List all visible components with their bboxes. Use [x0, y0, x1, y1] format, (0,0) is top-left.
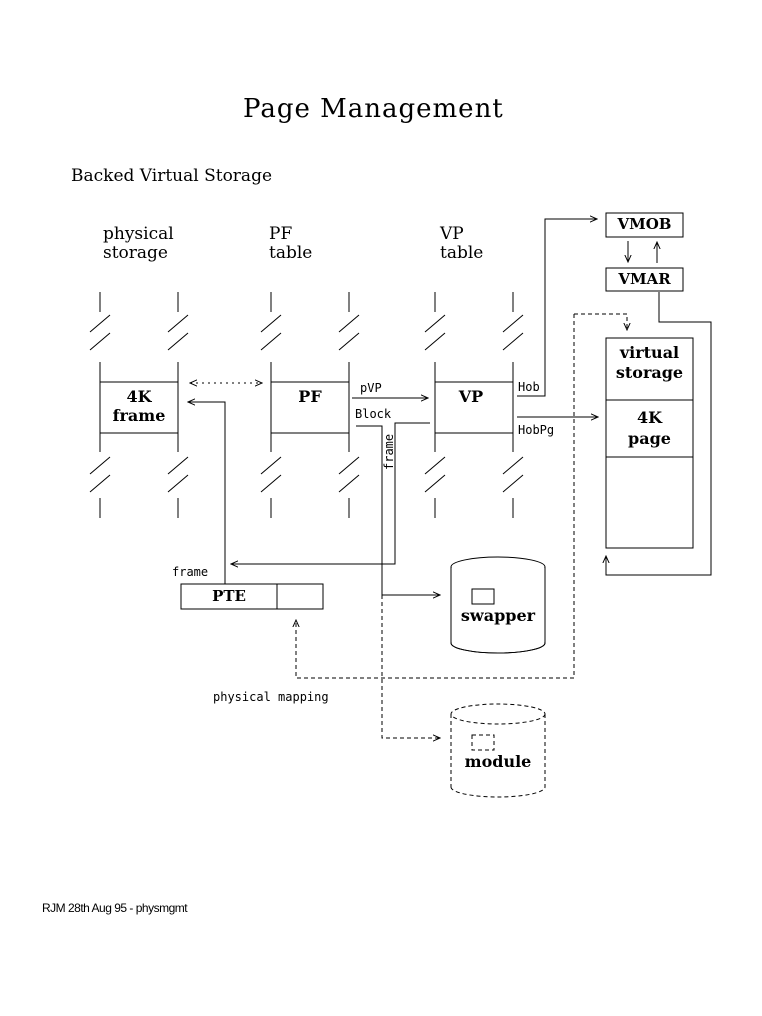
vp-table-column	[424, 292, 524, 518]
vmob-box	[605, 212, 684, 238]
physical-mapping-dashed-arrow	[574, 313, 627, 330]
block-to-swapper-arrow	[356, 425, 440, 595]
pte-frame-arrow	[188, 402, 226, 584]
vmar-label: VMAR	[618, 270, 671, 288]
physical-mapping-dashed-line	[296, 314, 575, 679]
swapper-label: swapper	[460, 606, 536, 625]
pf-table-heading-line2: table	[269, 243, 313, 263]
hob-to-vmob-arrow	[517, 219, 597, 397]
frame-box-label-line2: frame	[112, 406, 166, 425]
virtual-storage-box	[605, 337, 694, 549]
block-label: Block	[355, 407, 392, 421]
vp-frame-arrow	[231, 422, 430, 564]
module-label: module	[464, 752, 532, 771]
vp-table-heading-line1: VP	[440, 224, 464, 244]
pf-table-column	[260, 292, 360, 518]
block-to-module-arrow	[381, 595, 440, 738]
physical-storage-heading-line1: physical	[103, 224, 174, 244]
virtual-storage-label-line2: storage	[615, 363, 684, 382]
frame-box-label-line1: 4K	[126, 387, 152, 406]
physical-storage-column	[89, 292, 189, 518]
frame-vertical-label: frame	[382, 433, 396, 470]
vmar-box	[605, 267, 684, 292]
page-label-line1: 4K	[636, 408, 663, 427]
module-cylinder	[450, 703, 546, 798]
hob-label: Hob	[518, 380, 540, 394]
pte-label: PTE	[212, 587, 246, 605]
pf-box-label: PF	[298, 387, 322, 406]
frame-label: frame	[172, 565, 209, 579]
physical-mapping-label: physical mapping	[213, 690, 329, 704]
vp-box-label: VP	[458, 387, 484, 406]
section-subtitle: Backed Virtual Storage	[71, 166, 273, 186]
virtual-storage-label-line1: virtual	[619, 343, 680, 362]
page-title: Page Management	[243, 94, 504, 124]
vmob-label: VMOB	[617, 215, 672, 233]
footer-credit: RJM 28th Aug 95 - physmgmt	[42, 901, 188, 915]
vmar-to-storage-arrow	[606, 292, 712, 576]
pvp-label: pVP	[360, 381, 382, 395]
pf-table-heading-line1: PF	[269, 224, 293, 244]
hobpg-label: HobPg	[518, 423, 555, 437]
page-label-line2: page	[628, 429, 671, 448]
pte-box	[180, 583, 324, 610]
physical-storage-heading-line2: storage	[103, 243, 168, 263]
vp-table-heading-line2: table	[440, 243, 484, 263]
